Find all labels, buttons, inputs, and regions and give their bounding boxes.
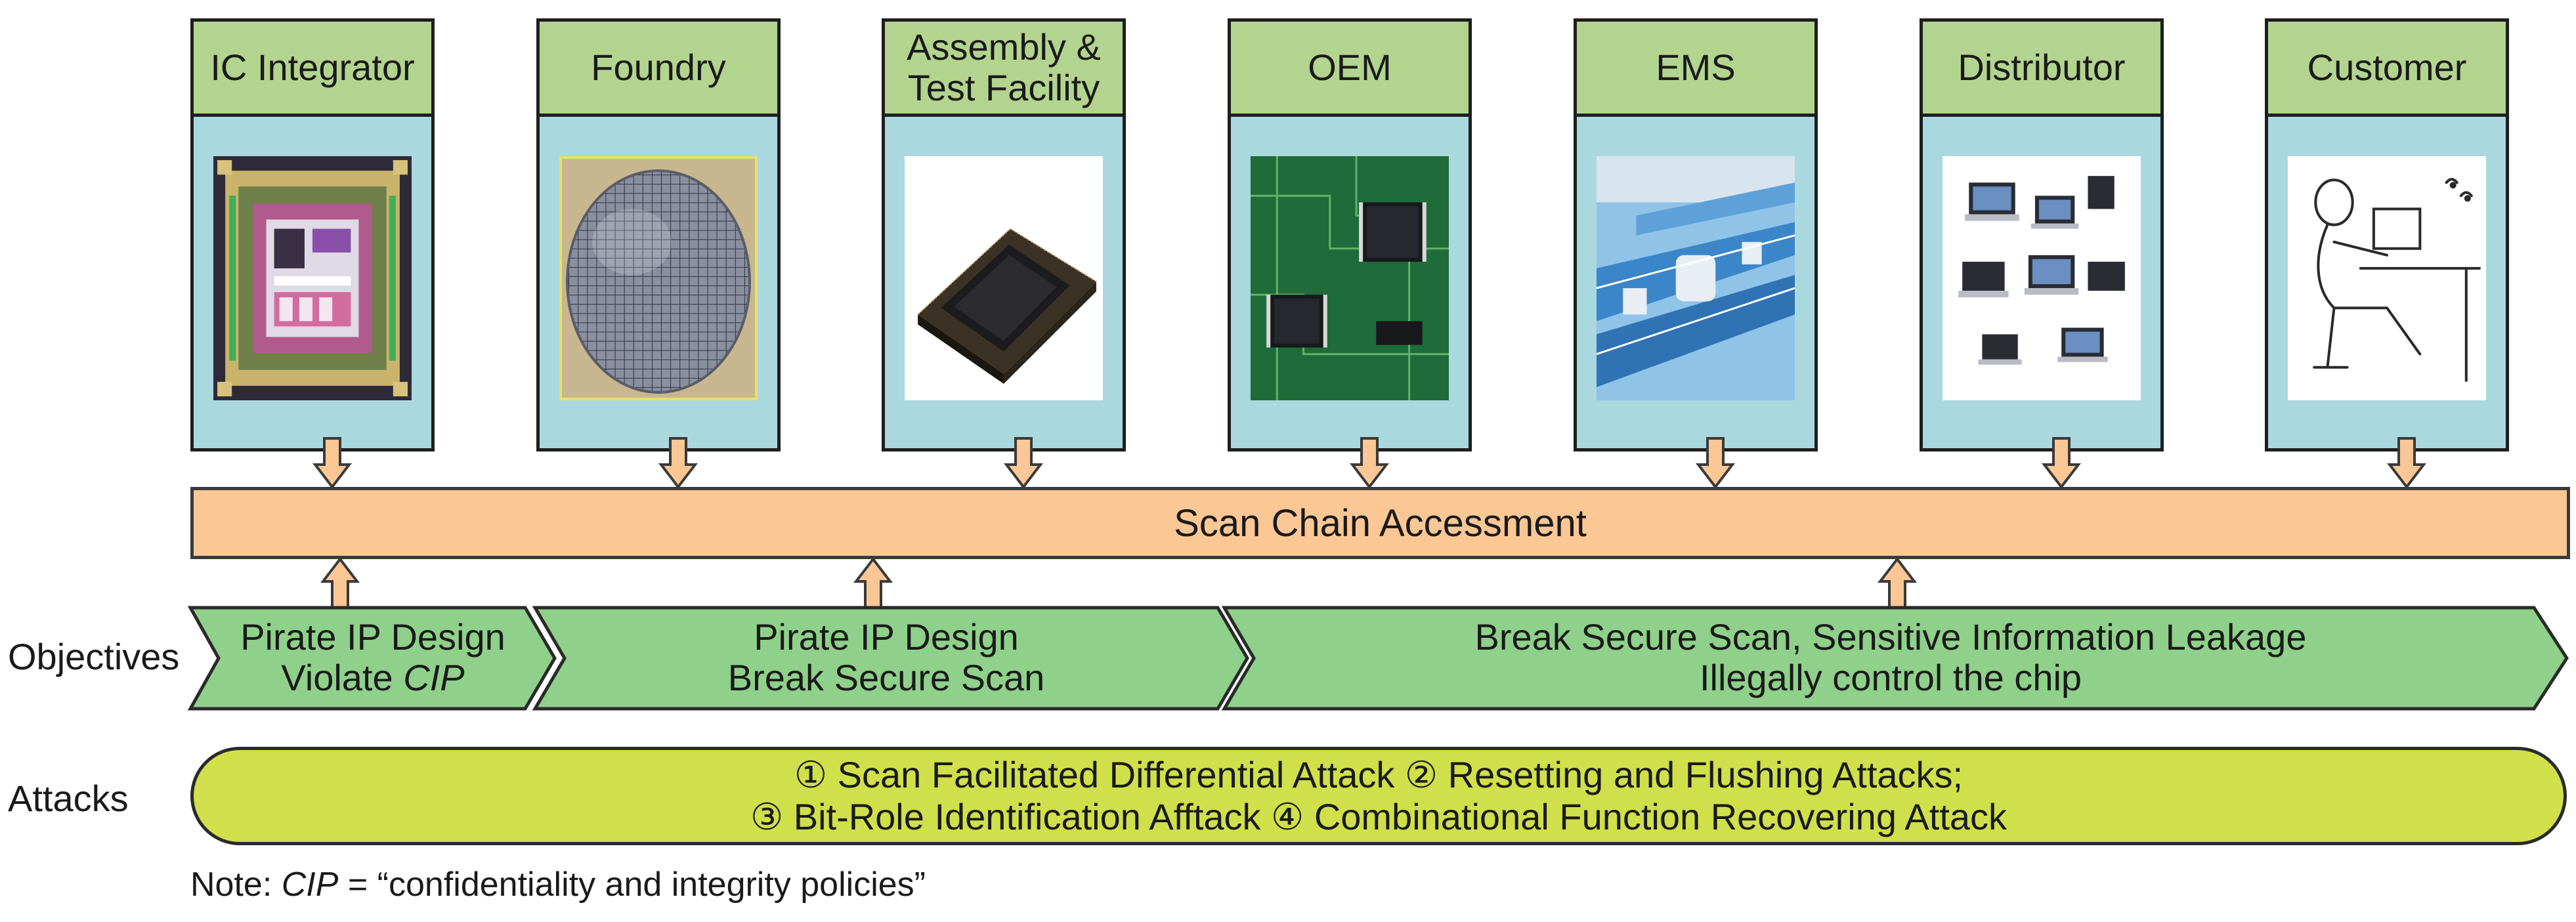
stage-label: IC Integrator (194, 22, 431, 117)
stage-customer: Customer (2265, 18, 2509, 451)
scan-chain-label: Scan Chain Accessment (1174, 501, 1587, 545)
note-definition: = “confidentiality and integrity policie… (338, 866, 926, 904)
down-arrow (1350, 437, 1389, 490)
stage-label: Foundry (540, 22, 777, 117)
footnote: Note: CIP = “confidentiality and integri… (190, 865, 926, 904)
stage-ic-integrator: IC Integrator (190, 18, 435, 451)
objective-line: Break Secure Scan, Sensitive Information… (1474, 616, 2307, 658)
up-arrow (320, 556, 360, 609)
note-term: CIP (281, 866, 339, 904)
attacks-label: Attacks (8, 778, 129, 819)
objective-text-1: Pirate IP Design Violate CIP (209, 617, 537, 698)
objectives-label: Objectives (8, 636, 180, 677)
ic-layout-image (213, 156, 412, 400)
objective-line: Violate CIP (209, 658, 537, 698)
packaged-chip-image (905, 156, 1103, 400)
objective-line-prefix: Violate (281, 657, 404, 698)
circuit-board-image (1251, 156, 1449, 400)
down-arrow (1004, 437, 1043, 490)
up-arrow (853, 556, 893, 609)
objective-line: Break Secure Scan (727, 657, 1045, 698)
up-arrow (1878, 556, 1917, 609)
objective-line: Pirate IP Design (754, 616, 1019, 658)
attacks-line-1: ① Scan Facilitated Differential Attack ②… (794, 754, 1964, 795)
down-arrow (2042, 437, 2081, 490)
stage-foundry: Foundry (536, 18, 781, 451)
stage-label: OEM (1231, 22, 1469, 117)
cip-term: CIP (403, 657, 465, 698)
down-arrow (658, 437, 698, 490)
assembly-line-image (1597, 156, 1795, 400)
attacks-pill: ① Scan Facilitated Differential Attack ②… (190, 747, 2567, 845)
stage-distributor: Distributor (1920, 18, 2164, 451)
stage-label: Distributor (1923, 22, 2160, 117)
note-prefix: Note: (190, 866, 282, 904)
stage-assembly-test: Assembly & Test Facility (882, 18, 1126, 451)
attacks-line-2: ③ Bit-Role Identification Afftack ④ Comb… (750, 796, 2007, 837)
down-arrow (2387, 437, 2426, 490)
user-at-computer-image (2288, 156, 2486, 400)
down-arrow (312, 437, 352, 490)
scan-chain-bar: Scan Chain Accessment (190, 487, 2570, 559)
wafer-image (559, 156, 758, 400)
objective-text-3: Break Secure Scan, Sensitive Information… (1254, 617, 2527, 698)
objective-line: Illegally control the chip (1699, 657, 2082, 698)
stage-label: Customer (2268, 22, 2506, 117)
objective-line: Pirate IP Design (240, 616, 505, 658)
objective-text-2: Pirate IP Design Break Secure Scan (565, 617, 1208, 698)
stage-label: EMS (1577, 22, 1814, 117)
down-arrow (1696, 437, 1735, 490)
stage-ems: EMS (1574, 18, 1818, 451)
stage-label: Assembly & Test Facility (885, 22, 1123, 117)
laptops-image (1943, 156, 2141, 400)
stage-oem: OEM (1228, 18, 1472, 451)
